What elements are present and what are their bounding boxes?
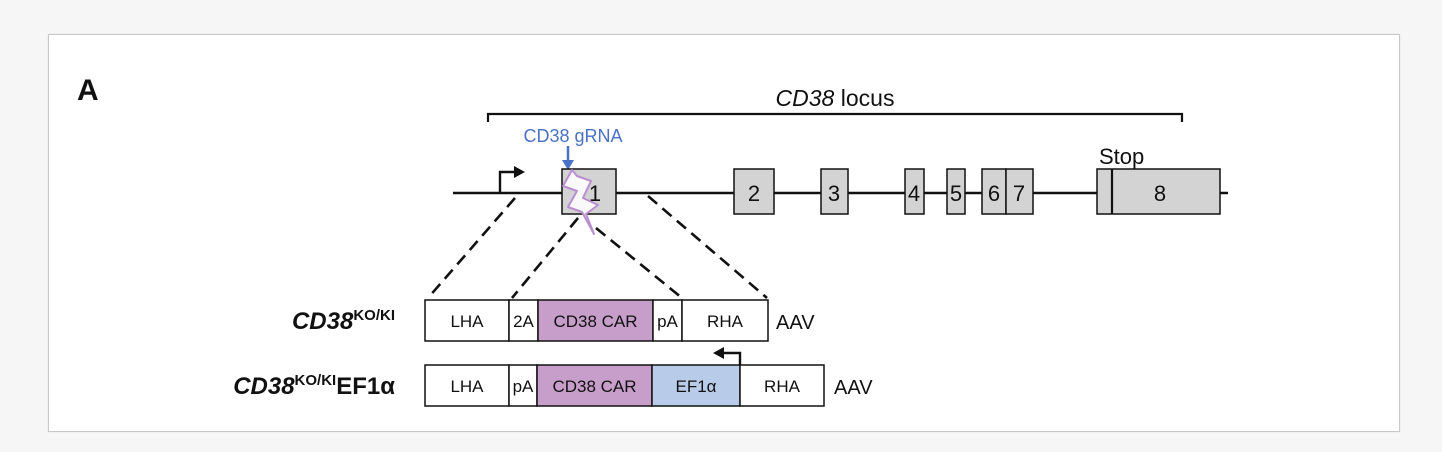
exon-2 (733, 168, 775, 215)
exon-7 (1005, 168, 1034, 215)
dashed-line-rha (647, 195, 768, 299)
construct-2-rha-label: RHA (764, 377, 801, 396)
construct-2-car-label: CD38 CAR (552, 377, 636, 396)
construct-1-car-label: CD38 CAR (553, 312, 637, 331)
exon-8 (1096, 168, 1221, 215)
promoter-arrow (498, 170, 516, 193)
construct-1-lha-label: LHA (450, 312, 484, 331)
exon-7-label: 7 (1013, 181, 1025, 206)
construct-2-name: CD38KO/KIEF1α (233, 372, 395, 400)
exon-3-label: 3 (828, 181, 840, 206)
construct-2-pa (508, 364, 538, 407)
stop-label: Stop (1099, 144, 1144, 169)
promoter-arrow-head (514, 166, 525, 178)
construct-2-rha (739, 364, 825, 407)
construct-2: LHA pA CD38 CAR EF1α RHA (424, 364, 825, 407)
dashed-line-cut-right (595, 226, 683, 300)
panel-label: A (77, 74, 99, 107)
dashed-line-cut-left (510, 217, 580, 299)
exon-6-label: 6 (988, 181, 1000, 206)
construct-1-lha (424, 299, 510, 342)
cut-site-icon (562, 169, 599, 235)
dashed-line-lha (427, 197, 516, 299)
construct-1-pa-label: pA (657, 312, 678, 331)
exon-8-label: 8 (1154, 181, 1166, 206)
exon-1-label: 1 (589, 181, 601, 206)
construct-1-2a-label: 2A (513, 312, 534, 331)
grna-label: CD38 gRNA (523, 126, 622, 146)
locus-title: CD38 locus (776, 85, 895, 111)
construct-1-rha-label: RHA (707, 312, 744, 331)
exon-2-label: 2 (748, 181, 760, 206)
construct-1-aav: AAV (776, 312, 815, 334)
construct-2-lha (424, 364, 510, 407)
construct-1: LHA 2A CD38 CAR pA RHA (424, 299, 769, 342)
ef1a-promoter-arrow-head (713, 347, 724, 359)
exon-5 (946, 168, 966, 215)
exon-5-label: 5 (950, 181, 962, 206)
exon-6 (981, 168, 1007, 215)
exon-3 (820, 168, 849, 215)
construct-1-name: CD38KO/KI (292, 307, 395, 335)
construct-1-rha (681, 299, 769, 342)
grna-arrow-head (562, 160, 574, 170)
construct-2-pa-label: pA (513, 377, 534, 396)
construct-2-aav: AAV (834, 377, 873, 399)
construct-2-lha-label: LHA (450, 377, 484, 396)
construct-2-ef1a-label: EF1α (675, 377, 716, 396)
locus-bracket (486, 112, 1184, 122)
construct-1-pa (652, 299, 683, 342)
exon-4 (904, 168, 925, 215)
construct-1-car (537, 299, 654, 342)
exon-4-label: 4 (908, 181, 920, 206)
